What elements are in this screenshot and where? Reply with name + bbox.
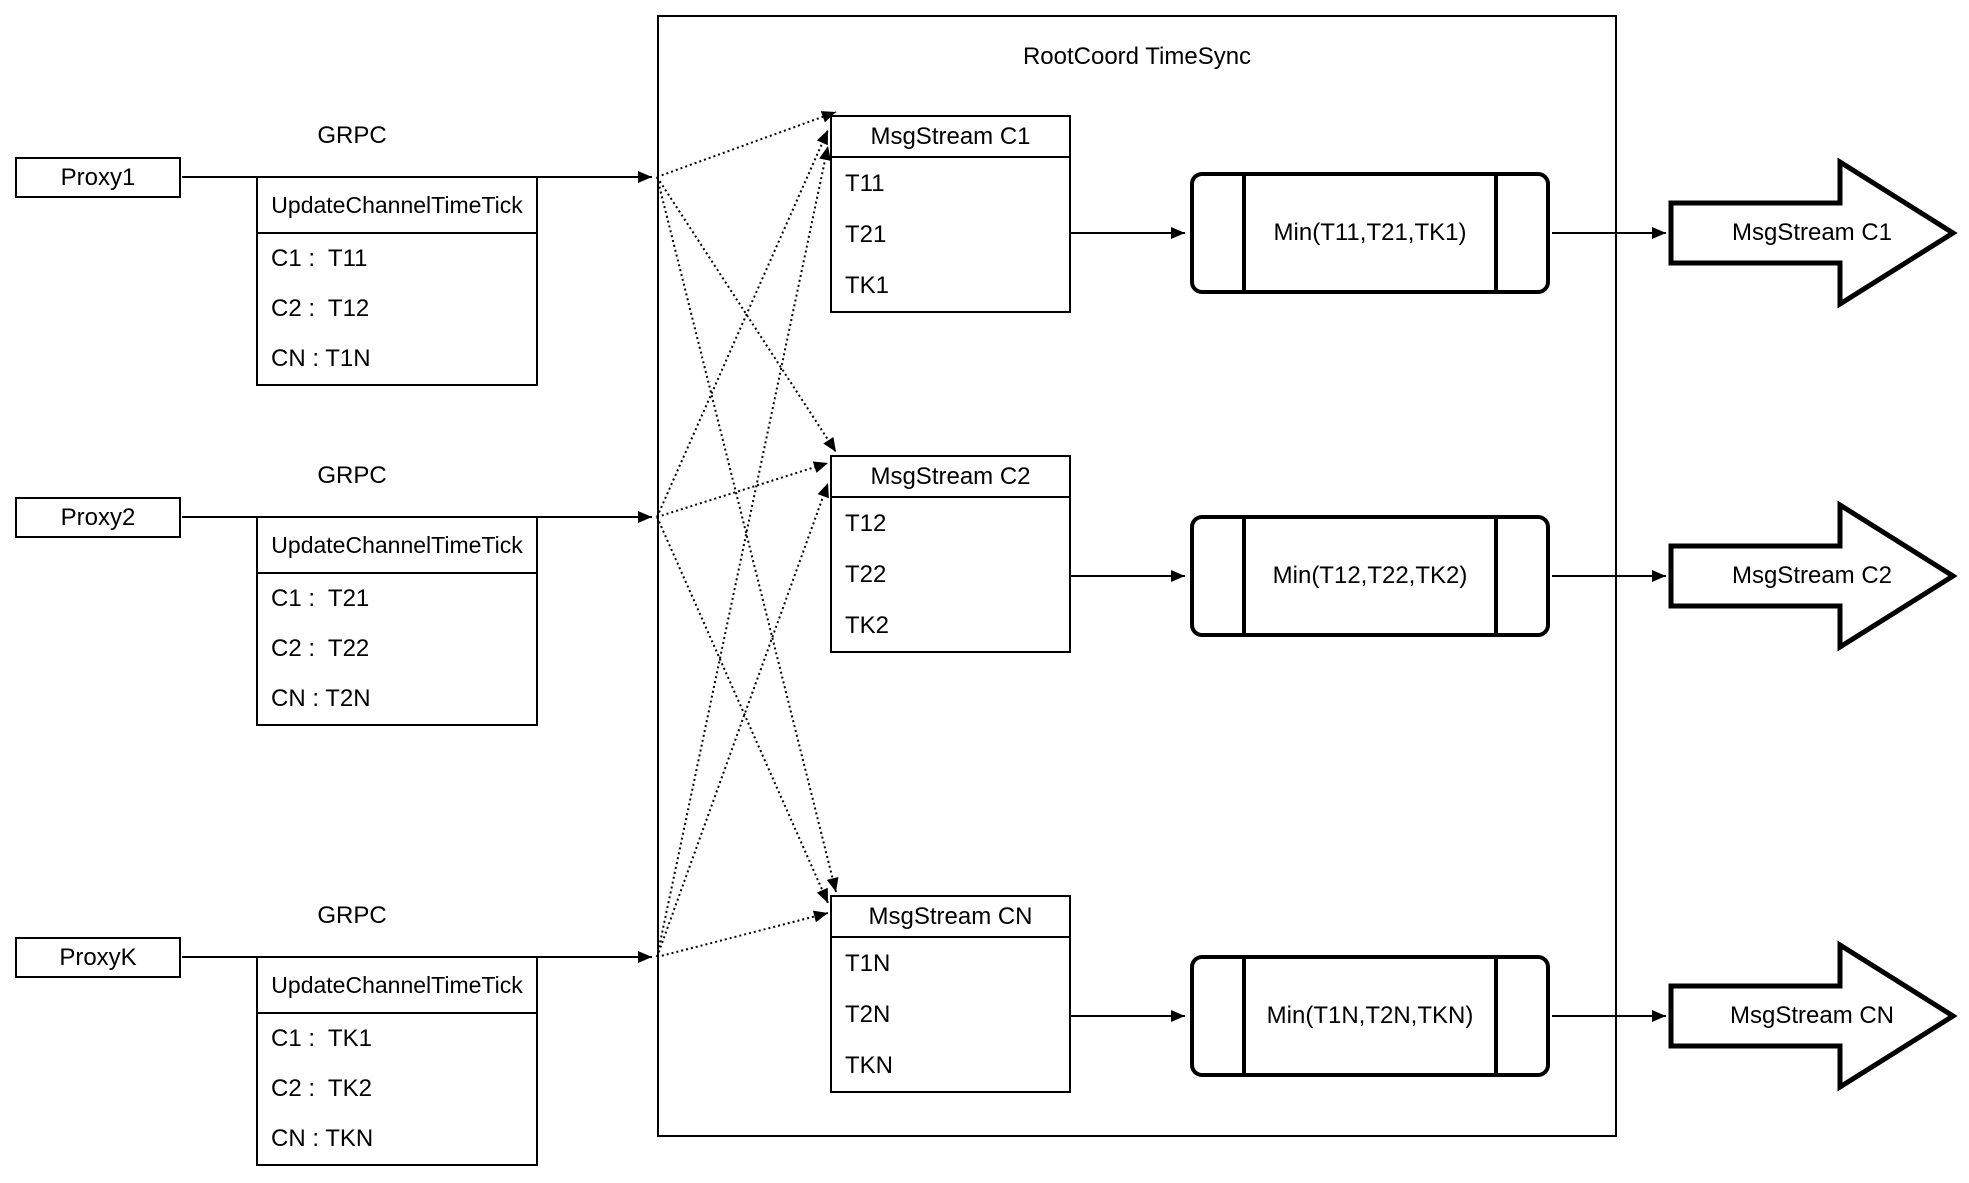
dotted-arrow-pk-cn — [656, 910, 829, 958]
update-table-3-row: C1 : TK1 — [271, 1025, 372, 1052]
update-table-2-row: C2 : T22 — [271, 635, 370, 662]
min-box-c2: Min(T12,T22,TK2) — [1190, 515, 1550, 637]
msgstream-table-c1: MsgStream C1 T11 T21 TK1 — [830, 115, 1071, 313]
update-table-3: UpdateChannelTimeTick C1 : TK1 C2 : TK2 … — [256, 956, 538, 1166]
update-table-2-row: C1 : T21 — [271, 585, 370, 612]
update-table-1-row: C2 : T12 — [271, 295, 370, 322]
msgstream-table-c1-row: T21 — [845, 220, 887, 248]
proxy2-label: Proxy2 — [60, 503, 136, 531]
msgstream-table-c2-row: T12 — [845, 509, 887, 537]
min-box-divider — [1494, 518, 1498, 634]
grpc-label-1: GRPC — [317, 122, 387, 149]
min-label-c2: Min(T12,T22,TK2) — [1272, 562, 1468, 589]
msgstream-table-cn-row: T1N — [845, 949, 891, 977]
update-table-1-row: CN : T1N — [271, 345, 371, 372]
msgstream-table-c1-row: TK1 — [845, 271, 890, 299]
msgstream-table-c2-row: T22 — [845, 560, 887, 588]
proxy1-box: Proxy1 — [15, 157, 181, 198]
rootcoord-title: RootCoord TimeSync — [1022, 43, 1252, 70]
msgstream-table-cn-row: T2N — [845, 1000, 891, 1028]
proxyk-label: ProxyK — [59, 943, 137, 971]
output-arrow-shape-cn — [1668, 940, 1958, 1092]
proxy2-box: Proxy2 — [15, 497, 181, 538]
dotted-arrow-p1-c1 — [656, 111, 837, 178]
msgstream-table-cn-row: TKN — [845, 1051, 893, 1079]
output-arrow-shape-c1 — [1668, 157, 1958, 309]
grpc-label-2: GRPC — [317, 462, 387, 489]
min-box-divider — [1242, 175, 1246, 291]
update-table-2-row: CN : T2N — [271, 685, 371, 712]
update-table-3-row: C2 : TK2 — [271, 1075, 372, 1102]
msgstream-table-c2-header: MsgStream C2 — [832, 457, 1069, 498]
min-label-cn: Min(T1N,T2N,TKN) — [1266, 1002, 1474, 1029]
min-box-divider — [1242, 518, 1246, 634]
min-box-divider — [1494, 175, 1498, 291]
msgstream-table-c1-header: MsgStream C1 — [832, 117, 1069, 158]
msgstream-table-c2-row: TK2 — [845, 611, 890, 639]
update-table-3-header: UpdateChannelTimeTick — [258, 958, 536, 1014]
update-table-1-header: UpdateChannelTimeTick — [258, 178, 536, 234]
update-table-2: UpdateChannelTimeTick C1 : T21 C2 : T22 … — [256, 516, 538, 726]
msgstream-table-cn-header: MsgStream CN — [832, 897, 1069, 938]
output-arrow-label-c2: MsgStream C2 — [1731, 562, 1893, 589]
update-table-2-header: UpdateChannelTimeTick — [258, 518, 536, 574]
update-table-1-row: C1 : T11 — [271, 245, 368, 272]
dotted-arrow-p2-c1 — [656, 129, 829, 518]
min-box-divider — [1494, 958, 1498, 1074]
min-box-c1: Min(T11,T21,TK1) — [1190, 172, 1550, 294]
dotted-arrow-p2-cn — [656, 516, 829, 904]
msgstream-table-c2: MsgStream C2 T12 T22 TK2 — [830, 455, 1071, 653]
min-box-cn: Min(T1N,T2N,TKN) — [1190, 955, 1550, 1077]
msgstream-table-cn: MsgStream CN T1N T2N TKN — [830, 895, 1071, 1093]
proxyk-box: ProxyK — [15, 937, 181, 978]
grpc-label-3: GRPC — [317, 902, 387, 929]
msgstream-table-c1-row: T11 — [845, 169, 885, 197]
min-label-c1: Min(T11,T21,TK1) — [1273, 219, 1467, 246]
dotted-arrow-pk-c1 — [656, 145, 831, 958]
min-box-divider — [1242, 958, 1246, 1074]
update-table-1: UpdateChannelTimeTick C1 : T11 C2 : T12 … — [256, 176, 538, 386]
update-table-3-row: CN : TKN — [271, 1125, 374, 1152]
dotted-arrow-p2-c2 — [656, 461, 829, 518]
output-arrow-label-cn: MsgStream CN — [1729, 1002, 1895, 1029]
proxy1-label: Proxy1 — [60, 163, 136, 191]
dotted-arrow-pk-c2 — [656, 482, 829, 958]
output-arrow-shape-c2 — [1668, 500, 1958, 652]
output-arrow-label-c1: MsgStream C1 — [1731, 219, 1893, 246]
